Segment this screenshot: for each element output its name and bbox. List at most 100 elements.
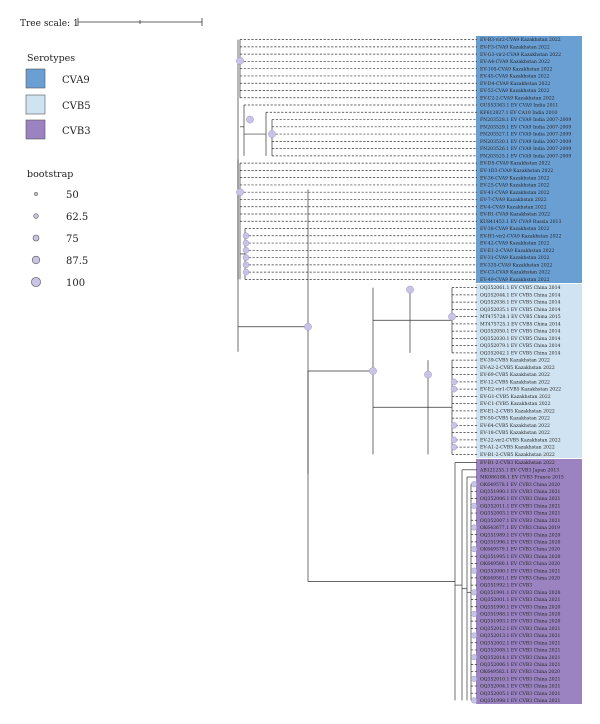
- cvb3-swatch: [25, 119, 46, 140]
- leaf-label: EV-105-CVA9 Kazakhstan 2022: [480, 66, 553, 72]
- bootstrap-node: [470, 632, 478, 639]
- leaf-label: EV-64-CVB5 Kazakhstan 2022: [480, 423, 550, 429]
- leaf-label: OK649582.1 EV CVB3 China 2020: [480, 669, 560, 675]
- leaf-label: FN203526.1 EV CVA9 India 2007-2009: [480, 146, 571, 152]
- leaf-label: EV-C3-CVA9 Kazakhstan 2022: [480, 270, 550, 276]
- leaf-label: EV-A2-2-CVB5 Kazakhstan 2022: [480, 365, 555, 371]
- leaf-label: EV-7-CVA9 Kazakhstan 2022: [480, 197, 547, 203]
- bootstrap-node: [470, 481, 478, 488]
- leaf-label: OQ352006.1 EV CVB3 China 2021: [480, 662, 561, 668]
- leaf-label: OQ352000.1 EV CVB3 China 2021: [480, 568, 561, 574]
- bootstrap-node: [470, 675, 478, 682]
- leaf-label: EV-E1-2-CVA9 Kazakhstan 2022: [480, 248, 555, 254]
- cva9-clade-band: [476, 36, 582, 283]
- leaf-label: EV-31-CVA9 Kazakhstan 2022: [480, 255, 550, 261]
- bootstrap-node: [450, 436, 458, 444]
- leaf-label: EV-B1-2-CVB3 Kazakhstan 2022: [480, 460, 555, 466]
- leaf-label: EV-12-CVB5 Kazakhstan 2022: [480, 379, 550, 385]
- leaf-label: OQ352044.1 EV CVB5 China 2014: [480, 292, 561, 298]
- leaf-label: EV-G1-CVB5 Kazakhstan 2022: [480, 394, 551, 400]
- leaf-label: AB121255.1 EV CVB3 Japan 2013: [479, 467, 559, 473]
- cvb5-swatch: [25, 94, 46, 115]
- bootstrap-node: [470, 610, 478, 617]
- leaf-label: OQ352050.1 EV CVB5 China 2014: [480, 329, 561, 335]
- leaf-label: GU553363.1 EV CVA9 India 2011: [480, 103, 558, 109]
- bootstrap-legend-title: bootstrap: [27, 169, 73, 180]
- leaf-label: OQ352030.1 EV CVB5 China 2014: [480, 336, 561, 342]
- leaf-label: OQ352001.1 EV CVB3 China 2021: [480, 597, 561, 603]
- leaf-label: OQ352079.1 EV CVB5 China 2014: [480, 343, 561, 349]
- leaf-label: OQ352011.1 EV CVB3 China 2021: [480, 503, 561, 509]
- leaf-label: OQ352013.1 EV CVB3 China 2021: [480, 633, 561, 639]
- bootstrap-node: [470, 654, 478, 661]
- bootstrap-node: [450, 422, 458, 429]
- bootstrap-node: [470, 502, 478, 509]
- bootstrap-node: [242, 239, 250, 247]
- bootstrap-node: [242, 268, 250, 276]
- leaf-label: OQ352035.1 EV CVB5 China 2014: [480, 307, 561, 313]
- bootstrap-node: [448, 312, 456, 321]
- cvb3-legend-label: CVB3: [62, 126, 91, 137]
- leaf-label: OQ352004.1 EV CVB3 China 2021: [480, 684, 561, 690]
- leaf-label: OQ352006.1 EV CVB3 China 2021: [480, 496, 561, 502]
- leaf-label: FN203529.1 EV CVA9 India 2007-2009: [480, 124, 571, 130]
- leaf-label: FN203527.1 EV CVA9 India 2007-2009: [480, 132, 571, 138]
- bootstrap-nodes: [236, 56, 478, 704]
- bootstrap-legend: bootstrap 50 62.5 75 87.5 100: [27, 169, 88, 289]
- bootstrap-node: [242, 261, 250, 269]
- leaf-label: KU841453.1 EV CVA9 Russia 2013: [480, 219, 561, 225]
- leaf-label: OQ352002.1 EV CVB3 China 2021: [480, 640, 561, 646]
- bootstrap-node: [268, 130, 276, 138]
- cva9-swatch: [25, 68, 46, 89]
- leaf-label: EV-E2-vir1-CVB5 Kazakhstan 2022: [480, 387, 561, 393]
- cvb5-clade-band: [476, 284, 582, 458]
- bootstrap-node: [424, 370, 432, 379]
- leaf-label: OQ351992.1 EV CVB3: [480, 583, 532, 589]
- serotypes-legend: Serotypes CVA9 CVB5 CVB3: [25, 53, 91, 140]
- leaf-label: EV-38-CVA9 Kazakhstan 2022: [480, 226, 550, 232]
- leaf-label: OQ352014.1 EV CVB3 China 2021: [480, 655, 561, 661]
- leaf-label: EV-B1-2-CVB5 Kazakhstan 2022: [480, 452, 555, 458]
- leaf-label: EV-4-CVA9 Kazakhstan 2022: [480, 204, 547, 210]
- bootstrap-node: [369, 367, 377, 375]
- bootstrap-node: [470, 589, 478, 596]
- tree-branches: [237, 39, 477, 701]
- leaf-label: EV-D4-CVA9 Kazakhstan 2022: [480, 81, 550, 87]
- bootstrap-node: [450, 385, 458, 393]
- leaf-labels: EV-B3-vir2-CVA9 Kazakhstan 2022EV-F3-CVA…: [479, 37, 571, 704]
- bootstrap-node: [450, 443, 458, 451]
- bootstrap-label-50: 50: [66, 190, 79, 201]
- leaf-label: EV-B3-vir2-CVA9 Kazakhstan 2022: [480, 37, 561, 43]
- leaf-label: EV-69-CVB5 Kazakhstan 2022: [480, 372, 550, 378]
- leaf-label: OQ351989.1 EV CVB3 China 2020: [480, 532, 561, 538]
- bootstrap-node: [304, 322, 312, 331]
- leaf-label: OQ351998.1 EV CVB3 China 2021: [480, 698, 561, 704]
- leaf-label: OK643677.1 EV CVB3 China 2019: [480, 525, 560, 531]
- bootstrap-node: [470, 524, 478, 531]
- leaf-label: EV-42-CVA9 Kazakhstan 2022: [480, 241, 550, 247]
- bootstrap-label-87: 87.5: [66, 256, 88, 267]
- leaf-label: OQ351993.1 EV CVB3 China 2020: [480, 619, 561, 625]
- bootstrap-label-62: 62.5: [66, 212, 88, 223]
- clade-backgrounds: [476, 36, 582, 704]
- leaf-label: OQ352008.1 EV CVB3 China 2021: [480, 648, 561, 654]
- leaf-label: EV-B1-CVA9 Kazakhstan 2022: [480, 212, 550, 218]
- bootstrap-node: [236, 188, 244, 197]
- cvb5-legend-label: CVB5: [62, 101, 91, 112]
- leaf-label: MT475728.1 EV CVB5 China 2015: [480, 314, 561, 320]
- leaf-label: EV-H1-vir2-CVA9 Kazakhstan 2022: [480, 233, 561, 239]
- leaf-label: EV-50-CVB5 Kazakhstan 2022: [480, 416, 550, 422]
- leaf-label: FN203530.1 EV CVA9 India 2007-2009: [480, 139, 571, 145]
- bootstrap-circle-100: [31, 277, 41, 287]
- leaf-label: MK086188.1 EV CVB3 France 2015: [480, 475, 564, 481]
- leaf-label: MT475725.1 EV CVB5 China 2014: [480, 321, 561, 327]
- bootstrap-node: [242, 254, 250, 261]
- bootstrap-node: [242, 247, 250, 254]
- leaf-label: FN203528.1 EV CVA9 India 2007-2009: [480, 117, 571, 123]
- bootstrap-circle-75: [32, 234, 40, 242]
- leaf-label: OQ352061.1 EV CVB5 China 2014: [480, 285, 561, 291]
- tree-scale-label: Tree scale: 1: [20, 19, 79, 29]
- leaf-label: OQ352036.1 EV CVB5 China 2014: [480, 300, 561, 306]
